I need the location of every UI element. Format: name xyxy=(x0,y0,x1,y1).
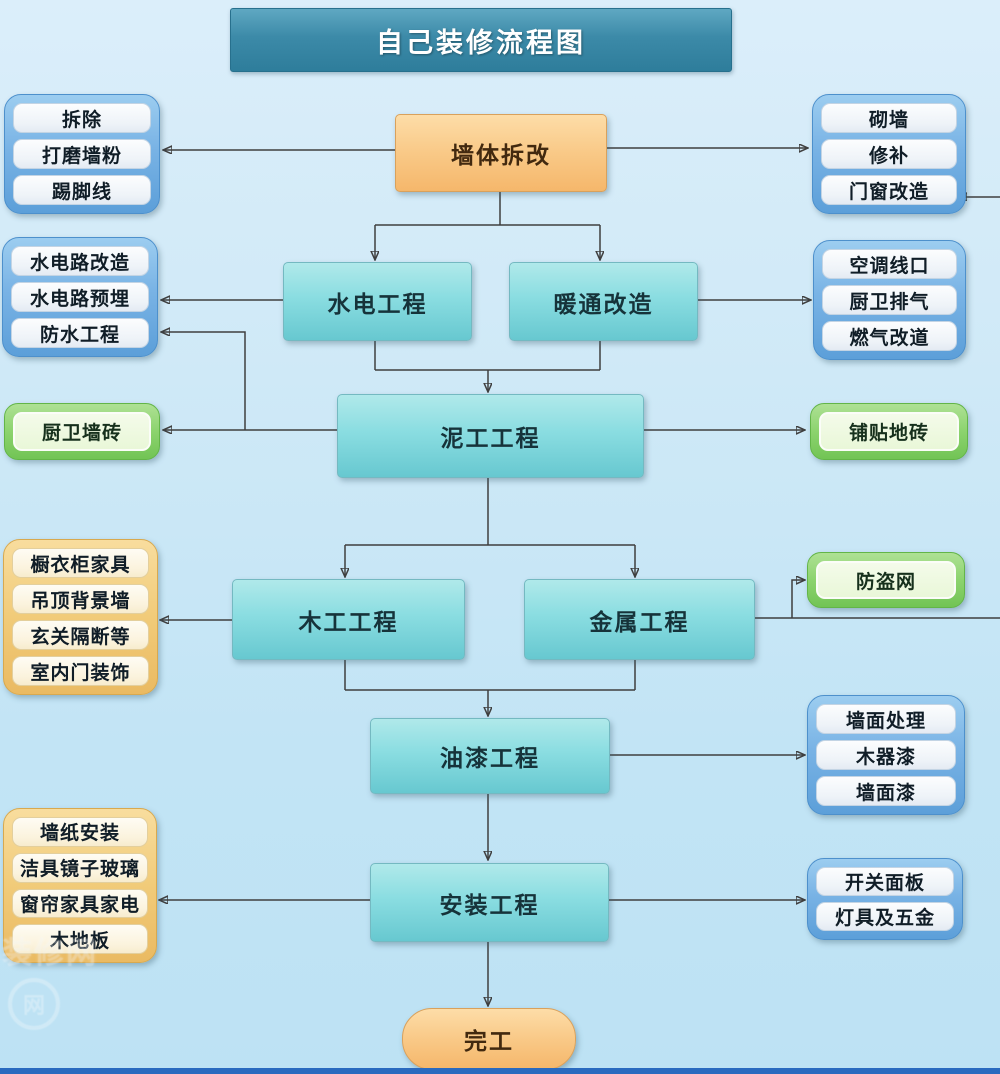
group-item: 灯具及五金 xyxy=(816,902,954,931)
group-kitchen-bath-tile: 厨卫墙砖 xyxy=(4,403,160,460)
group-item: 厨卫墙砖 xyxy=(13,412,151,451)
node-installation: 安装工程 xyxy=(370,863,609,942)
node-carpentry: 木工工程 xyxy=(232,579,465,660)
group-item: 拆除 xyxy=(13,103,151,133)
group-item: 门窗改造 xyxy=(821,175,957,205)
node-hvac: 暖通改造 xyxy=(509,262,698,341)
group-item: 砌墙 xyxy=(821,103,957,133)
group-item: 水电路改造 xyxy=(11,246,149,276)
group-item: 修补 xyxy=(821,139,957,169)
group-item: 洁具镜子玻璃 xyxy=(12,852,148,883)
group-item: 玄关隔断等 xyxy=(12,620,149,650)
group-item: 打磨墙粉 xyxy=(13,139,151,169)
group-hvac-detail: 空调线口 厨卫排气 燃气改道 xyxy=(813,240,966,360)
group-demolition-detail: 拆除 打磨墙粉 踢脚线 xyxy=(4,94,160,214)
group-item: 空调线口 xyxy=(822,249,957,279)
group-item: 燃气改道 xyxy=(822,321,957,351)
node-metal: 金属工程 xyxy=(524,579,755,660)
group-item: 墙纸安装 xyxy=(12,817,148,847)
group-water-electric-detail: 水电路改造 水电路预埋 防水工程 xyxy=(2,237,158,357)
group-installation-right-detail: 开关面板 灯具及五金 xyxy=(807,858,963,940)
group-security-net: 防盗网 xyxy=(807,552,965,608)
group-item: 室内门装饰 xyxy=(12,656,149,686)
group-item: 厨卫排气 xyxy=(822,285,957,315)
node-masonry: 泥工工程 xyxy=(337,394,644,478)
group-item: 水电路预埋 xyxy=(11,282,149,312)
group-wall-build-detail: 砌墙 修补 门窗改造 xyxy=(812,94,966,214)
page-title: 自己装修流程图 xyxy=(230,8,732,72)
group-painting-detail: 墙面处理 木器漆 墙面漆 xyxy=(807,695,965,815)
group-item: 防盗网 xyxy=(816,561,956,599)
node-wall-demolition: 墙体拆改 xyxy=(395,114,607,192)
watermark-logo-icon: 网 xyxy=(8,978,60,1030)
group-item: 防水工程 xyxy=(11,318,149,348)
group-installation-left-detail: 墙纸安装 洁具镜子玻璃 窗帘家具家电 木地板 xyxy=(3,808,157,963)
node-painting: 油漆工程 xyxy=(370,718,610,794)
group-floor-tile: 铺贴地砖 xyxy=(810,403,968,460)
group-item: 墙面漆 xyxy=(816,776,956,806)
watermark-text: 装修网 xyxy=(2,937,98,970)
group-carpentry-detail: 橱衣柜家具 吊顶背景墙 玄关隔断等 室内门装饰 xyxy=(3,539,158,695)
group-item: 吊顶背景墙 xyxy=(12,584,149,614)
group-item: 开关面板 xyxy=(816,867,954,896)
group-item: 木器漆 xyxy=(816,740,956,770)
group-item: 墙面处理 xyxy=(816,704,956,734)
node-finish: 完工 xyxy=(402,1008,576,1070)
bottom-bar xyxy=(0,1068,1000,1074)
group-item: 橱衣柜家具 xyxy=(12,548,149,578)
group-item: 窗帘家具家电 xyxy=(12,888,148,919)
group-item: 踢脚线 xyxy=(13,175,151,205)
group-item: 铺贴地砖 xyxy=(819,412,959,451)
site-watermark: 装修网 网 xyxy=(2,928,98,1030)
node-water-electric: 水电工程 xyxy=(283,262,472,341)
group-item: 木地板 xyxy=(12,924,148,954)
